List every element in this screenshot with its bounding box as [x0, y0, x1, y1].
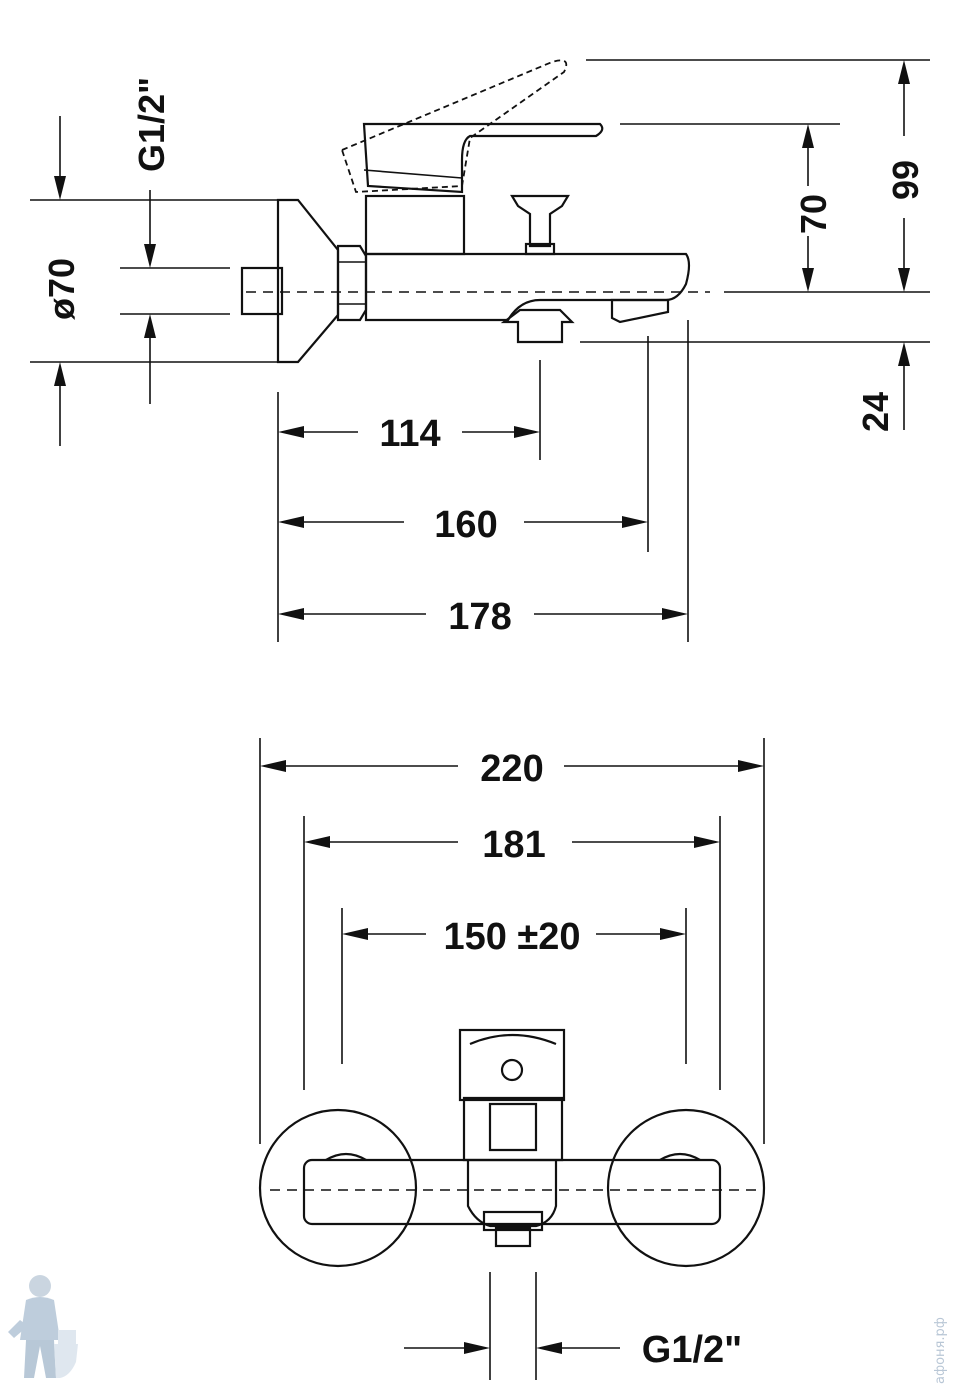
- arrow: [144, 244, 156, 268]
- cartridge-housing: [364, 194, 466, 256]
- spout-body: [364, 252, 691, 322]
- front-outlet: [494, 1226, 532, 1248]
- arrow: [144, 314, 156, 338]
- outlet-aerator: [500, 308, 575, 344]
- mixer-lever: [362, 122, 604, 194]
- dim-label-114: 114: [379, 413, 440, 455]
- arrow: [694, 836, 720, 848]
- arrow: [898, 342, 910, 366]
- lever-curve: [469, 1033, 557, 1046]
- plumber-logo-icon: [8, 1275, 78, 1378]
- left-rosette: [258, 1108, 418, 1268]
- arrow: [898, 60, 910, 84]
- dim-label-220: 220: [480, 748, 543, 790]
- wall-flange: [276, 198, 340, 364]
- arrow: [54, 362, 66, 386]
- arrow: [738, 760, 764, 772]
- right-rosette: [606, 1108, 766, 1268]
- dim-label-lever-height: 70: [793, 194, 834, 234]
- right-nut: [659, 1152, 701, 1161]
- arrow: [802, 268, 814, 292]
- mixer-body: [302, 1158, 722, 1226]
- central-column: [462, 1096, 564, 1162]
- dim-label-thread-side: G1/2": [131, 77, 172, 172]
- dim-label-spout-drop: 24: [855, 392, 896, 432]
- side-view: G1/2" ø70 70 99 24 114 160 178: [30, 59, 930, 642]
- hex-nut: [336, 244, 368, 322]
- diverter-stem: [524, 242, 556, 256]
- arrow: [260, 760, 286, 772]
- arrow: [304, 836, 330, 848]
- arrow: [536, 1342, 562, 1354]
- lever-screw: [500, 1058, 524, 1082]
- watermark: афоня.рф: [8, 1275, 948, 1384]
- diverter-knob: [510, 194, 570, 248]
- front-spout: [466, 1160, 558, 1228]
- arrow: [464, 1342, 490, 1354]
- arrow: [514, 426, 540, 438]
- dim-label-total-height: 99: [885, 160, 926, 200]
- column-cutout: [488, 1102, 538, 1152]
- arrow: [662, 608, 688, 620]
- dim-label-181: 181: [482, 824, 545, 866]
- arrow: [278, 608, 304, 620]
- lever-edge: [363, 169, 463, 179]
- arrow: [660, 928, 686, 940]
- dim-label-thread-front: G1/2": [642, 1329, 742, 1371]
- watermark-text: афоня.рф: [933, 1317, 948, 1384]
- front-view: 220 181 150 ±20 G1/2": [258, 738, 766, 1380]
- dim-label-178: 178: [448, 596, 511, 638]
- arrow: [54, 176, 66, 200]
- lever-block: [458, 1028, 566, 1102]
- lever-open-position: [340, 59, 568, 193]
- dim-label-diameter: ø70: [41, 258, 82, 320]
- arrow: [278, 516, 304, 528]
- arrow: [622, 516, 648, 528]
- arrow: [898, 268, 910, 292]
- left-nut: [325, 1152, 367, 1161]
- arrow: [342, 928, 368, 940]
- arrow: [802, 124, 814, 148]
- dim-label-150: 150 ±20: [443, 916, 580, 958]
- front-aerator: [482, 1210, 544, 1232]
- inlet-stub: [240, 266, 284, 316]
- spout-tip: [610, 298, 670, 324]
- dim-label-160: 160: [434, 504, 497, 546]
- arrow: [278, 426, 304, 438]
